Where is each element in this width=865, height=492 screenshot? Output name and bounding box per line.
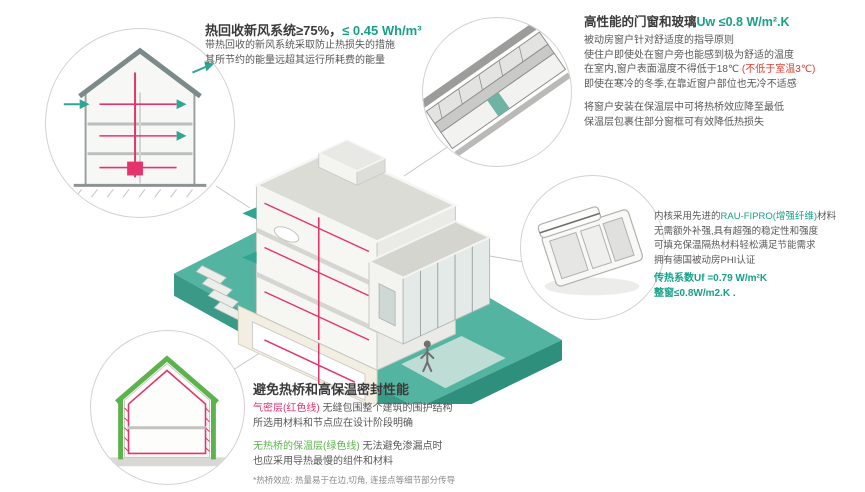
thermal-bridge-drawing xyxy=(110,355,226,467)
window-detail-callout xyxy=(422,17,572,167)
text-line: 即使在寒冷的冬季,在靠近窗户部位也无冷不适感 xyxy=(584,78,797,90)
airtight-hatch xyxy=(124,407,210,452)
frame-profile-callout xyxy=(520,175,665,320)
garden-path xyxy=(401,335,506,389)
flat-roof xyxy=(253,147,459,243)
profile-text-block: 内核采用先进的RAU-FIPRO(增强纤维)材料 无需额外补强,具有超强的稳定性… xyxy=(654,210,862,301)
window-detail-drawing xyxy=(423,22,571,157)
frame-profile-drawing xyxy=(537,206,643,296)
text-line: 也应采用导热最慢的组件和材料 xyxy=(253,455,393,467)
hrv-section-drawing xyxy=(63,47,215,198)
hrv-section-callout xyxy=(45,28,235,218)
text-line: 使住户即使处在窗户旁也能感到极为舒适的温度 xyxy=(584,49,794,61)
text-line: 气密层(红色线) 无缝包围整个建筑的围护结构 xyxy=(253,403,453,414)
airtight-layer-label: 气密层(红色线) xyxy=(253,403,320,414)
text-line: 无热桥的保温层(绿色线) 无法避免渗漏点时 xyxy=(253,441,443,452)
thermal-bridge-callout xyxy=(90,330,245,485)
hrv-title-value: ≤ 0.45 Wh/m³ xyxy=(342,23,422,38)
u-value-window: 整窗≤0.8W/m2.K . xyxy=(654,287,736,299)
text-line: 将窗户安装在保温层中可将热桥效应降至最低 xyxy=(584,102,784,113)
text-line: 被动房窗户针对舒适度的指导原则 xyxy=(584,35,734,46)
insulation-layer-label: 无热桥的保温层(绿色线) xyxy=(253,441,360,452)
text-line: 拥有德国被动房PHI认证 xyxy=(654,254,756,266)
text-line: 其所节约的能量远超其运行所耗费的能量 xyxy=(205,54,385,66)
material-name: RAU-FIPRO(增强纤维) xyxy=(720,211,818,222)
roof-penthouse xyxy=(316,139,387,186)
u-value-frame: 传热系数Uf =0.79 W/m²K xyxy=(654,273,768,284)
hrv-text-block: 热回收新风系统≥75%，≤ 0.45 Wh/m³ 带热回收的新风系统采取防止热损… xyxy=(205,22,475,68)
thermal-bridge-footnote: *热桥效应: 热量易于在边,切角, 连接点等细节部分传导 xyxy=(253,475,456,485)
text-line: 可填充保温隔热材料轻松满足节能需求 xyxy=(654,240,816,251)
text-line: 保温层包裹住部分窗框可有效降低热损失 xyxy=(584,116,764,128)
text-line: 无需额外补强,具有超强的稳定性和强度 xyxy=(654,225,819,237)
bridge-text-block: 避免热桥和高保温密封性能 气密层(红色线) 无缝包围整个建筑的围护结构 所选用材… xyxy=(253,381,598,486)
text-line: 在室内,窗户表面温度不得低于18℃ (不低于室温3℃) xyxy=(584,64,816,75)
person-figure xyxy=(420,340,435,373)
windows-title-value: Uw ≤0.8 W/m².K xyxy=(696,15,790,29)
hrv-title: 热回收新风系统≥75%，≤ 0.45 Wh/m³ xyxy=(205,23,422,38)
house-cutaway-illustration xyxy=(174,139,562,404)
bridge-title: 避免热桥和高保温密封性能 xyxy=(253,382,410,397)
airflow-arrows xyxy=(63,61,215,141)
glazed-wing xyxy=(366,220,492,345)
text-line: 带热回收的新风系统采取防止热损失的措施 xyxy=(205,40,395,51)
text-line: 内核采用先进的RAU-FIPRO(增强纤维)材料 xyxy=(654,211,837,222)
windows-title: 高性能的门窗和玻璃Uw ≤0.8 W/m².K xyxy=(584,15,790,29)
windows-text-block: 高性能的门窗和玻璃Uw ≤0.8 W/m².K 被动房窗户针对舒适度的指导原则 … xyxy=(584,14,862,130)
text-line: 所选用材料和节点应在设计阶段明确 xyxy=(253,417,413,429)
temperature-warning: (不低于室温3℃) xyxy=(741,64,816,75)
ground-hatch xyxy=(75,188,193,198)
